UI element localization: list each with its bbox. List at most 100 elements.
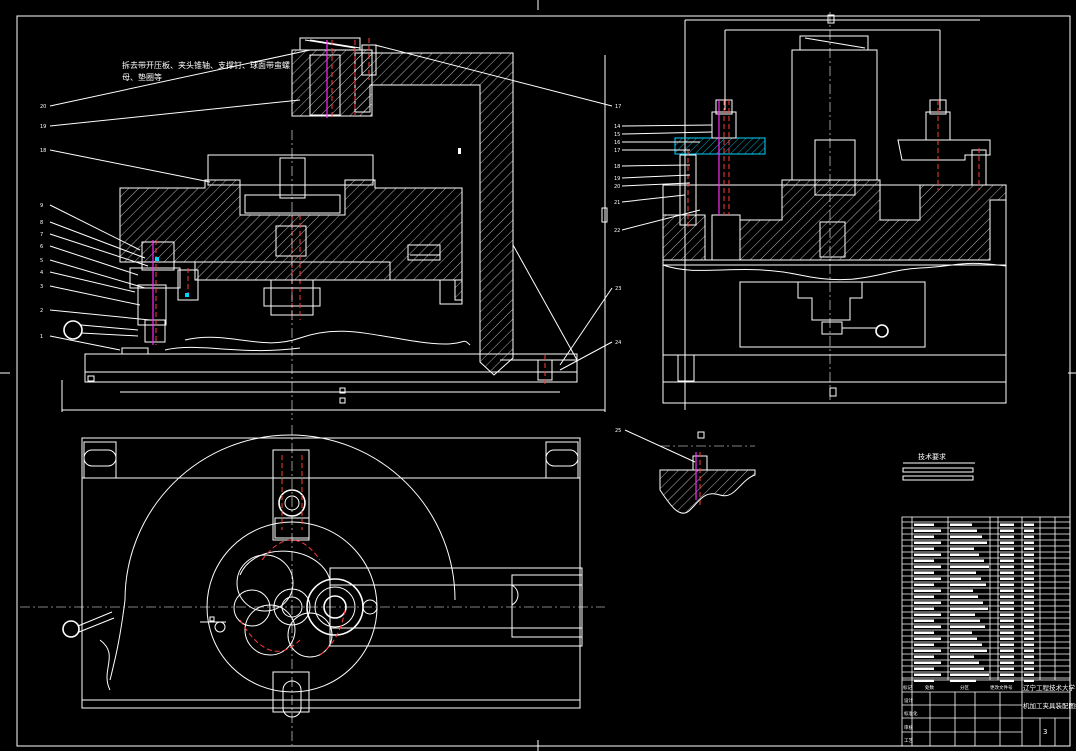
- bom-cell-text: [1000, 649, 1014, 652]
- assembly-note-line2: 母、垫圈等: [122, 72, 162, 82]
- bom-cell-text: [914, 613, 941, 616]
- bom-cell-text: [950, 601, 983, 604]
- bom-cell-text: [1000, 541, 1014, 544]
- bom-cell-text: [914, 649, 941, 652]
- bom-cell-text: [1024, 583, 1034, 586]
- bom-cell-text: [1024, 601, 1034, 604]
- bom-cell-text: [914, 571, 934, 574]
- bom-cell-text: [914, 529, 941, 532]
- bom-cell-text: [950, 523, 972, 526]
- bom-cell-text: [1000, 559, 1014, 562]
- bom-cell-text: [914, 589, 941, 592]
- bom-cell-text: [914, 577, 941, 580]
- bom-cell-text: [914, 637, 941, 640]
- bom-cell-text: [950, 619, 980, 622]
- part-label: 8: [40, 220, 43, 226]
- bom-cell-text: [950, 589, 973, 592]
- bom-cell-text: [1000, 607, 1014, 610]
- left-part-labels: 20 19 18 9 8 7 6 5 4 3 2 1 17 23 24: [40, 104, 621, 346]
- bom-cell-text: [1000, 661, 1014, 664]
- bom-cell-text: [950, 547, 974, 550]
- title-label-design: 设计: [904, 697, 913, 704]
- bom-cell-text: [1024, 559, 1034, 562]
- side-view: [621, 12, 1007, 410]
- part-label: 4: [40, 270, 43, 276]
- side-part-labels: 14 15 16 17 18 19 20 21 22: [614, 124, 620, 234]
- bom-cell-text: [914, 661, 941, 664]
- bom-cell-text: [1024, 595, 1034, 598]
- bom-cell-text: [1024, 565, 1034, 568]
- part-label: 24: [615, 340, 621, 346]
- bom-cell-text: [950, 613, 975, 616]
- bom-cell-text: [914, 523, 934, 526]
- bom-cell-text: [1000, 601, 1014, 604]
- bom-cell-text: [1000, 667, 1014, 670]
- bom-cell-text: [1000, 625, 1014, 628]
- bom-cell-text: [950, 529, 977, 532]
- title-header-b: 处数: [925, 684, 934, 691]
- bom-cell-text: [914, 619, 934, 622]
- bom-cell-text: [1024, 553, 1034, 556]
- bom-cell-text: [1000, 589, 1014, 592]
- bom-cell-text: [1000, 577, 1014, 580]
- bom-cell-text: [1024, 655, 1034, 658]
- bom-cell-text: [950, 541, 987, 544]
- bom-cell-text: [950, 631, 972, 634]
- bom-cell-text: [914, 673, 941, 676]
- bom-cell-text: [1000, 565, 1014, 568]
- bom-cell-text: [914, 541, 941, 544]
- bom-cell-text: [914, 625, 941, 628]
- bom-cell-text: [914, 595, 934, 598]
- bom-cell-text: [950, 637, 977, 640]
- part-label: 5: [40, 258, 43, 264]
- bom-cell-text: [1024, 679, 1034, 682]
- bom-cell-text: [1024, 667, 1034, 670]
- bom-cell-text: [914, 655, 934, 658]
- bom-cell-text: [950, 535, 982, 538]
- bom-cell-text: [914, 583, 934, 586]
- bom-cell-text: [914, 565, 941, 568]
- bom-cell-text: [950, 553, 979, 556]
- bom-cell-text: [1024, 631, 1034, 634]
- tech-requirements-block: [902, 462, 975, 481]
- bom-cell-text: [1024, 643, 1034, 646]
- bom-cell-text: [1000, 583, 1014, 586]
- bom-cell-text: [1024, 661, 1034, 664]
- bom-cell-text: [1000, 631, 1014, 634]
- part-label: 21: [614, 200, 620, 206]
- bom-cell-text: [1024, 577, 1034, 580]
- detail-label: 25: [615, 428, 621, 434]
- bom-cell-text: [950, 661, 979, 664]
- bom-cell-text: [950, 559, 984, 562]
- bom-cell-text: [950, 679, 976, 682]
- bom-cell-text: [950, 583, 986, 586]
- bom-cell-text: [1000, 637, 1014, 640]
- top-view: [20, 425, 605, 745]
- bom-cell-text: [914, 631, 934, 634]
- part-label: 16: [614, 140, 620, 146]
- title-label-review: 审核: [904, 724, 913, 731]
- title-school-line1: 辽宁工程技术大学: [1023, 683, 1076, 692]
- bom-cell-text: [950, 673, 989, 676]
- bom-cell-text: [1024, 535, 1034, 538]
- bom-cell-text: [1024, 541, 1034, 544]
- tech-requirements-title: 技术要求: [918, 452, 946, 461]
- bom-cell-text: [1000, 595, 1014, 598]
- bom-cell-text: [914, 607, 934, 610]
- bom-cell-text: [914, 553, 941, 556]
- part-label: 19: [614, 176, 620, 182]
- bom-cell-text: [914, 559, 934, 562]
- bom-cell-text: [1024, 589, 1034, 592]
- part-label: 15: [614, 132, 620, 138]
- title-header-a: 标记: [903, 684, 912, 691]
- part-label: 1: [40, 334, 43, 340]
- bom-cell-text: [1000, 643, 1014, 646]
- bom-cell-text: [1024, 637, 1034, 640]
- bom-rows: [902, 521, 1070, 682]
- bom-cell-text: [1024, 613, 1034, 616]
- part-label: 2: [40, 308, 43, 314]
- bom-cell-text: [1024, 529, 1034, 532]
- part-label: 20: [40, 104, 46, 110]
